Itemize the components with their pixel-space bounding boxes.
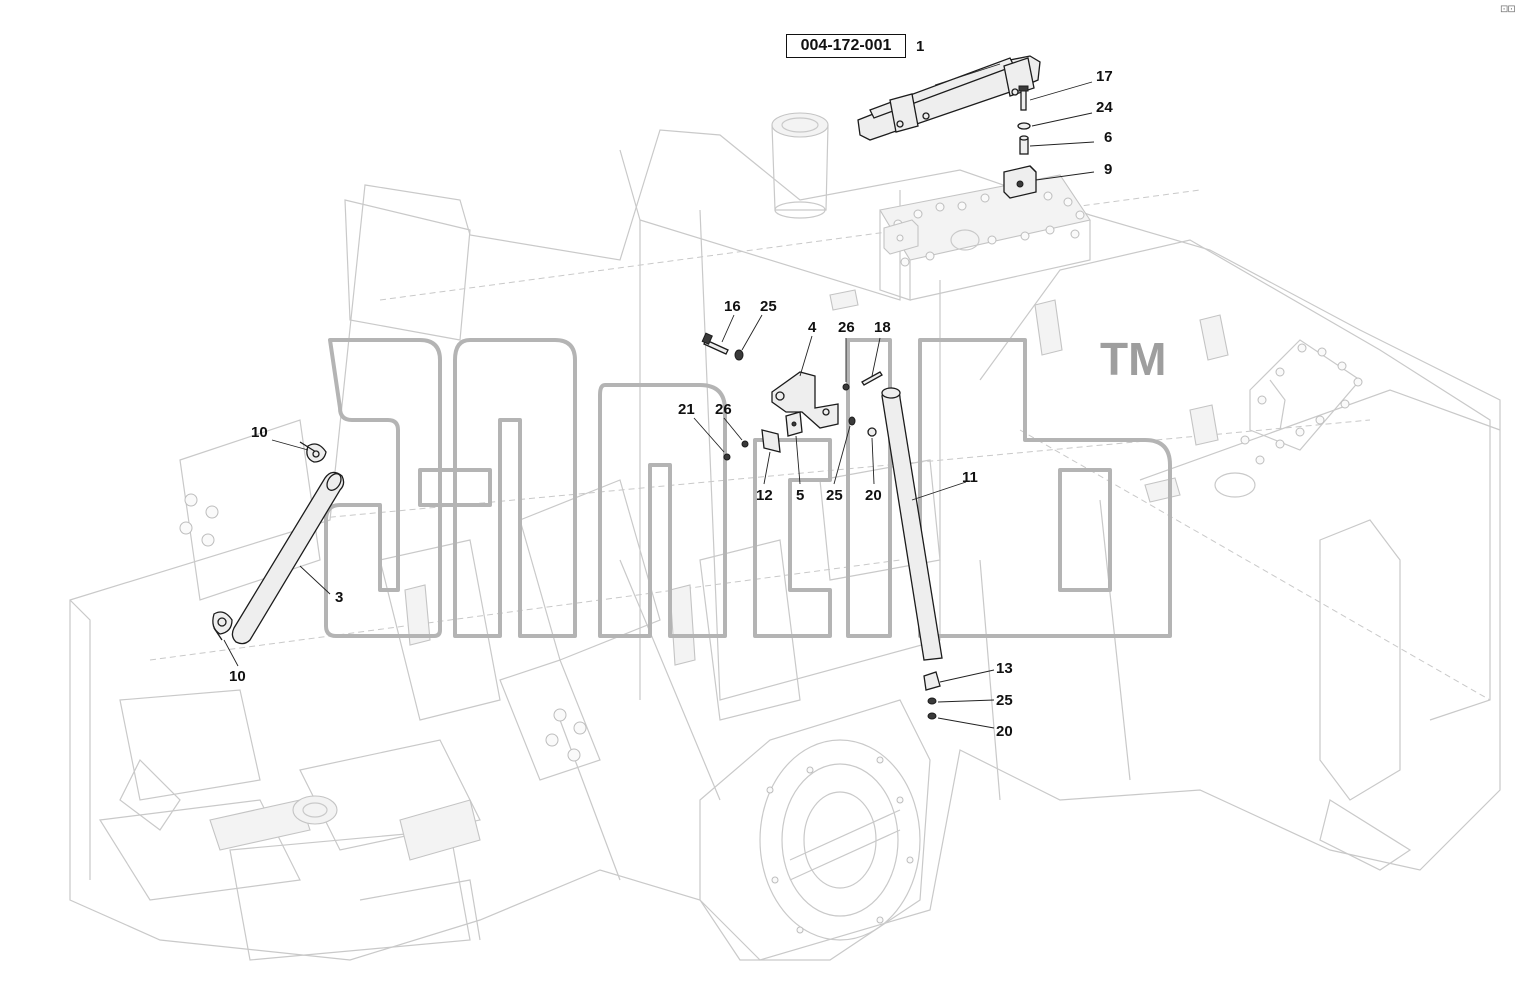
- callout-6: 6: [1104, 129, 1112, 146]
- frame-bolt-holes: [179, 191, 1363, 934]
- part-13-cap[interactable]: [923, 671, 941, 691]
- part-16-bolt[interactable]: [701, 332, 729, 355]
- part-26-washer-lower[interactable]: [741, 440, 749, 448]
- part-25-washer-lower[interactable]: [927, 697, 937, 705]
- part-4-bracket[interactable]: [771, 371, 839, 429]
- callout-12: 12: [756, 487, 773, 504]
- machine-frame-outline: [69, 112, 1501, 961]
- part-25-washer-upper[interactable]: [734, 349, 744, 361]
- callout-24: 24: [1096, 99, 1113, 116]
- part-20-nut-lower[interactable]: [927, 712, 937, 720]
- callout-3: 3: [335, 589, 343, 606]
- part-24-washer[interactable]: [1017, 122, 1031, 130]
- part-25-washer-mid[interactable]: [848, 416, 856, 426]
- clamp-block-secondary: [883, 219, 919, 255]
- part-11-tube[interactable]: [881, 387, 943, 661]
- callout-13: 13: [996, 660, 1013, 677]
- callout-26-lower: 26: [715, 401, 732, 418]
- part-20-nut-mid[interactable]: [867, 427, 877, 437]
- watermark-logo: TM: [324, 333, 1172, 638]
- callout-20-mid: 20: [865, 487, 882, 504]
- part-18-bolt[interactable]: [861, 371, 883, 386]
- callout-5: 5: [796, 487, 804, 504]
- part-12-plate[interactable]: [761, 429, 781, 453]
- callout-1: 1: [916, 38, 924, 55]
- part-26-washer-upper[interactable]: [842, 383, 850, 391]
- callout-17: 17: [1096, 68, 1113, 85]
- callout-25-mid: 25: [826, 487, 843, 504]
- callout-20-lower: 20: [996, 723, 1013, 740]
- watermark-tm: TM: [1100, 333, 1166, 385]
- part-3-rod[interactable]: [231, 471, 345, 645]
- part-1-beam-bracket[interactable]: [857, 55, 1041, 141]
- part-10-clip-lower[interactable]: [212, 611, 233, 641]
- part-6-spacer[interactable]: [1019, 135, 1029, 155]
- callout-10-upper: 10: [251, 424, 268, 441]
- part-number-label: 004-172-001: [786, 34, 906, 58]
- part-21-nut[interactable]: [723, 453, 731, 461]
- callout-25-lower: 25: [996, 692, 1013, 709]
- callout-25-upper: 25: [760, 298, 777, 315]
- callout-9: 9: [1104, 161, 1112, 178]
- callout-26-upper: 26: [838, 319, 855, 336]
- leader-lines: [223, 81, 1095, 729]
- corner-icon: ⊡⊡: [1500, 4, 1516, 15]
- part-10-clip-upper[interactable]: [299, 441, 327, 463]
- callout-11: 11: [962, 469, 978, 486]
- part-9-clamp-block[interactable]: [1003, 165, 1037, 199]
- callout-16: 16: [724, 298, 741, 315]
- part-17-bolt[interactable]: [1018, 85, 1029, 111]
- callout-10-lower: 10: [229, 668, 246, 685]
- callout-4: 4: [808, 319, 817, 336]
- callout-21: 21: [678, 401, 695, 418]
- part-5-plate[interactable]: [785, 411, 803, 437]
- callout-18: 18: [874, 319, 891, 336]
- callout-labels: 1 17 24 6 9 16 25 4 26 18 21 26 10 12 5 …: [229, 38, 1113, 740]
